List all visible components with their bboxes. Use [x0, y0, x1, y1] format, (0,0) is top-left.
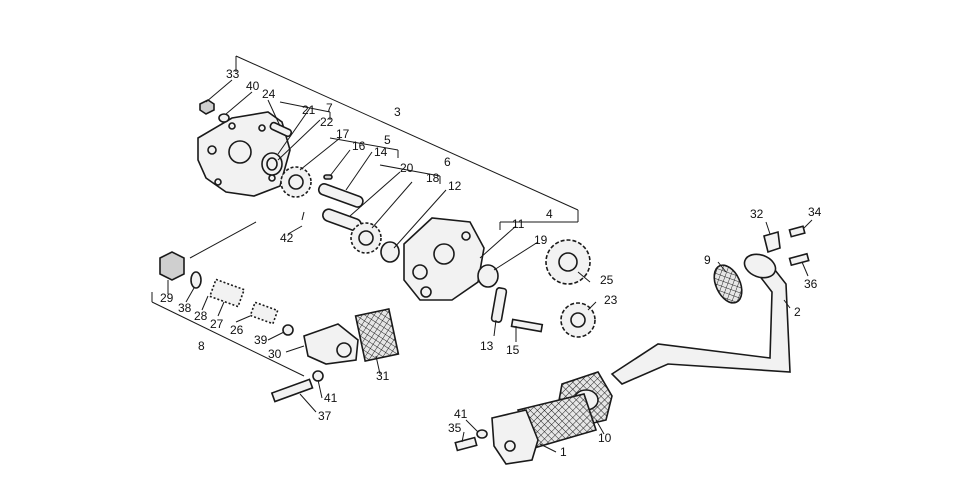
gear-18-hub [358, 230, 374, 246]
callout-41-left: 41 [324, 391, 338, 405]
callout-11: 11 [512, 217, 525, 231]
callout-36: 36 [804, 277, 818, 291]
pump-body-bore-c [420, 286, 432, 298]
spring-27 [208, 278, 246, 308]
tube-flange [743, 253, 777, 279]
bolt-33-head [199, 99, 215, 115]
dowel-pin-24 [269, 121, 293, 138]
clip-32 [763, 230, 781, 254]
pump-body-bore-a [433, 243, 455, 265]
callout-34: 34 [808, 205, 822, 219]
callout-8: 8 [198, 339, 205, 353]
callout-23: 23 [604, 293, 618, 307]
bolt-15 [510, 318, 544, 333]
callout-4: 4 [546, 207, 553, 221]
callout-39: 39 [254, 333, 268, 347]
callout-26: 26 [230, 323, 244, 337]
callout-24: 24 [262, 87, 276, 101]
screen-9 [713, 264, 743, 304]
callout-21: 21 [302, 103, 316, 117]
callout-5: 5 [384, 133, 391, 147]
callout-12: 12 [448, 179, 462, 193]
bolt-37 [270, 378, 314, 403]
cap-nut-29 [159, 251, 185, 281]
callout-18: 18 [426, 171, 440, 185]
callout-25: 25 [600, 273, 614, 287]
valve-body-30-port [336, 342, 352, 358]
callout-7: 7 [326, 101, 333, 115]
callout-32: 32 [750, 207, 764, 221]
gear-23-hub [570, 312, 586, 328]
callout-labels: 33 40 24 7 21 22 3 17 5 16 14 6 20 18 12… [160, 67, 822, 459]
callout-14: 14 [374, 145, 388, 159]
callout-13: 13 [480, 339, 494, 353]
callout-41-intake: 41 [454, 407, 468, 421]
cover-plate-hole-b [228, 122, 236, 130]
washer-41-lower [312, 370, 324, 382]
cover-plate-hole-a [207, 145, 217, 155]
callout-6: 6 [444, 155, 451, 169]
spring-26 [249, 301, 279, 325]
intake-flange-1 [491, 409, 539, 465]
callout-16: 16 [352, 139, 366, 153]
callout-30: 30 [268, 347, 282, 361]
callout-3: 3 [394, 105, 401, 119]
bushing-22-bore [266, 157, 278, 171]
assembly-bracket-3 [235, 55, 579, 222]
callout-22: 22 [320, 115, 334, 129]
valve-body-30 [303, 323, 359, 365]
callout-40: 40 [246, 79, 260, 93]
callout-9: 9 [704, 253, 711, 267]
assembly-bracket-8 [151, 292, 305, 377]
gear-17-hub [288, 174, 304, 190]
callout-20: 20 [400, 161, 414, 175]
lock-plate-13 [490, 287, 508, 323]
callout-27: 27 [210, 317, 224, 331]
washer-41-intake [476, 429, 488, 439]
callout-38: 38 [178, 301, 192, 315]
pump-body-bore-b [412, 264, 428, 280]
callout-10: 10 [598, 431, 612, 445]
cover-plate-hole-d [214, 178, 222, 186]
callout-37: 37 [318, 409, 332, 423]
callout-33: 33 [226, 67, 240, 81]
callout-35: 35 [448, 421, 462, 435]
bolt-35 [454, 436, 478, 452]
assembly-bracket-5 [329, 137, 399, 158]
cover-plate-hole-c [258, 124, 266, 132]
long-rod [189, 221, 257, 259]
callout-15: 15 [506, 343, 520, 357]
callout-19: 19 [534, 233, 548, 247]
callout-31: 31 [376, 369, 390, 383]
washer-40 [218, 113, 230, 123]
bolt-34 [788, 225, 806, 238]
bolt-36 [788, 252, 810, 267]
callout-1: 1 [560, 445, 567, 459]
gear-25-hub [558, 252, 578, 272]
leader-lines [167, 79, 813, 453]
assembly-bracket-6 [379, 164, 441, 184]
pump-body-bore-d [461, 231, 471, 241]
callout-17: 17 [336, 127, 350, 141]
callout-2: 2 [794, 305, 801, 319]
callout-29: 29 [160, 291, 174, 305]
intake-flange-hole [504, 440, 516, 452]
cover-plate-hole-e [268, 174, 276, 182]
cover-plate-bore [228, 140, 252, 164]
shaft-14 [317, 183, 364, 208]
ball-39 [282, 324, 294, 336]
bushing-11 [477, 264, 499, 288]
assembly-bracket-7 [279, 101, 331, 120]
pin-42 [301, 211, 305, 221]
gasket-31 [354, 308, 400, 362]
callout-42: 42 [280, 231, 294, 245]
callout-28: 28 [194, 309, 208, 323]
assembly-bracket-4 [499, 221, 578, 230]
washer-38 [190, 271, 202, 289]
